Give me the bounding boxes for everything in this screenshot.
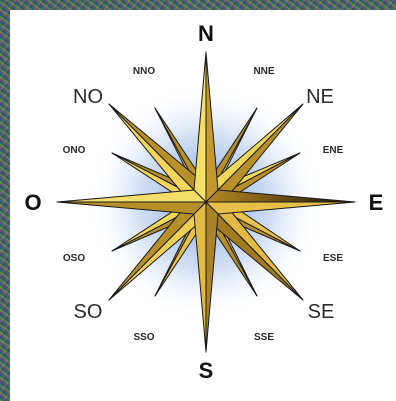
label-nne: NNE xyxy=(253,66,274,77)
label-se: SE xyxy=(308,301,335,323)
label-o: O xyxy=(24,190,41,215)
label-oso: OSO xyxy=(63,253,85,264)
label-n: N xyxy=(198,21,214,46)
compass-rose: N E S O NE SE SO NO NNE ENE ESE SSE SSO … xyxy=(10,10,396,401)
label-ne: NE xyxy=(306,86,334,108)
label-so: SO xyxy=(74,301,103,323)
label-s: S xyxy=(199,358,214,383)
compass-card: N E S O NE SE SO NO NNE ENE ESE SSE SSO … xyxy=(10,10,396,401)
label-ono: ONO xyxy=(63,145,86,156)
label-sse: SSE xyxy=(254,332,274,343)
label-ene: ENE xyxy=(323,145,344,156)
label-no: NO xyxy=(73,86,103,108)
label-sso: SSO xyxy=(133,332,154,343)
label-e: E xyxy=(369,190,384,215)
label-ese: ESE xyxy=(323,253,343,264)
label-nno: NNO xyxy=(133,66,155,77)
